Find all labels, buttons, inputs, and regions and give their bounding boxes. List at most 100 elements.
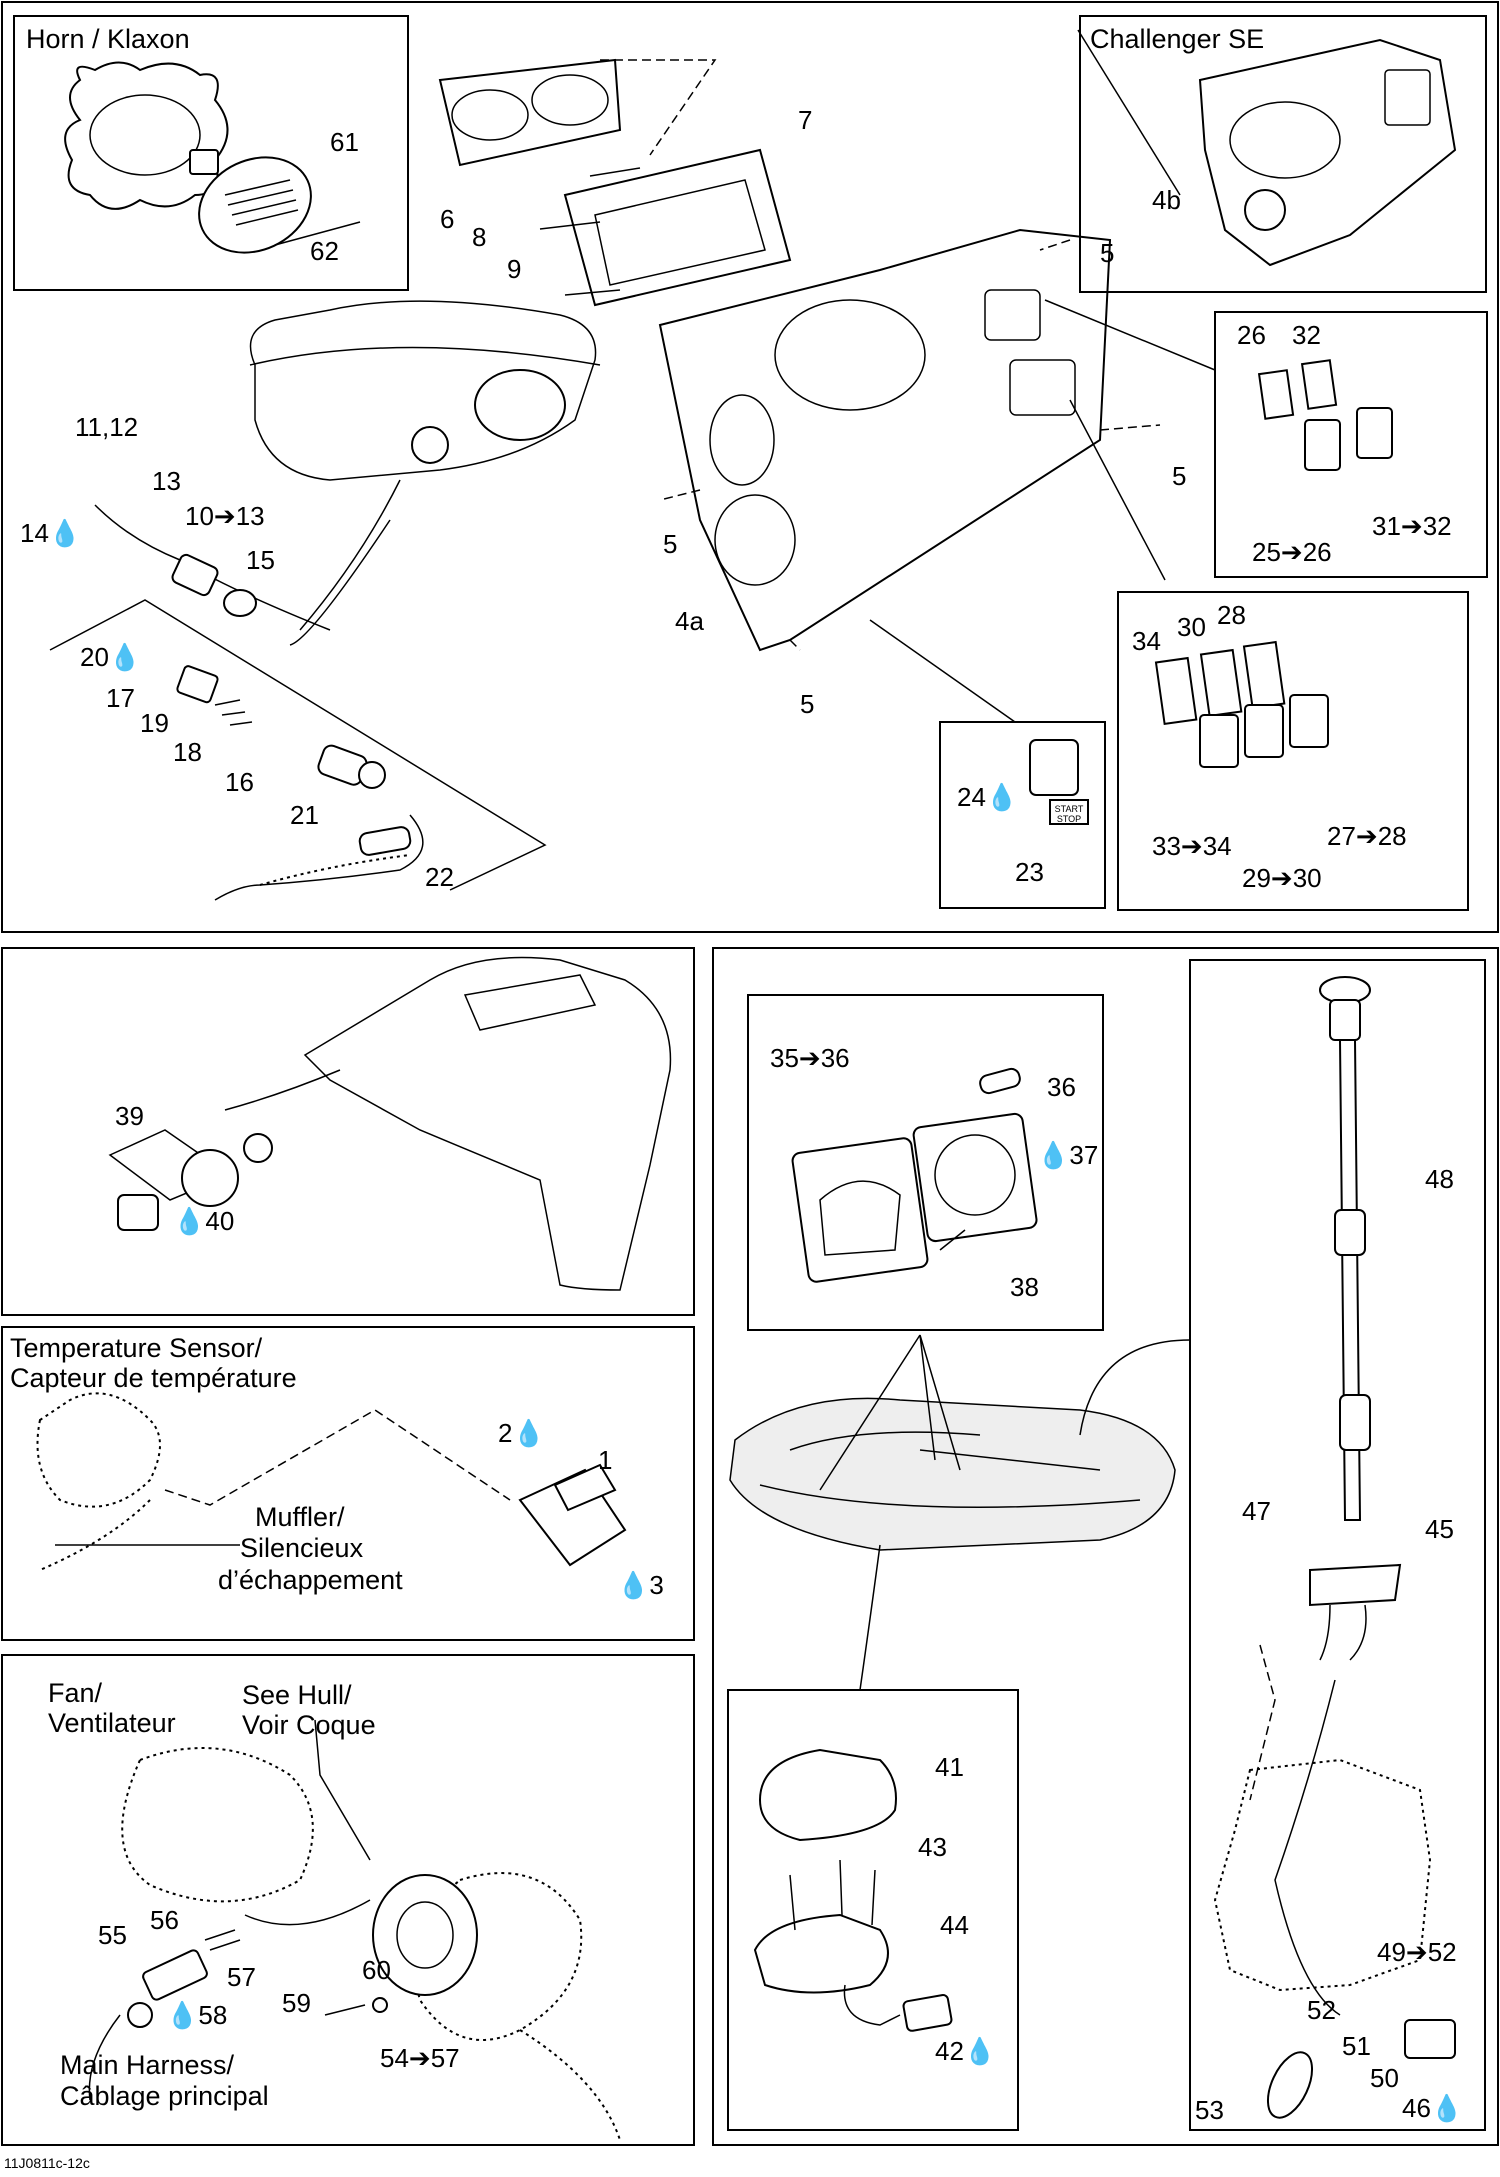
callout-4a: 4a bbox=[675, 606, 704, 636]
callout-49-52: 49➔52 bbox=[1377, 1937, 1457, 1967]
fan-pins-56 bbox=[204, 1929, 241, 1951]
start-switch-inset bbox=[939, 721, 1106, 909]
pins-19-18 bbox=[214, 699, 253, 726]
callout-1: 1 bbox=[598, 1445, 613, 1475]
dash-panel-4a bbox=[658, 228, 1112, 652]
callout-32: 32 bbox=[1292, 320, 1321, 350]
muffler-tail bbox=[39, 1499, 151, 1571]
callout-4b: 4b bbox=[1152, 185, 1181, 215]
label-fan-2: Ventilateur bbox=[48, 1708, 176, 1738]
start-switch-leader bbox=[869, 619, 1016, 723]
callout-5-bottom: 5 bbox=[800, 689, 815, 719]
callout-6: 6 bbox=[440, 204, 455, 234]
label-harness-2: Câblage principal bbox=[60, 2081, 269, 2111]
label-muffler-1: Muffler/ bbox=[255, 1502, 345, 1532]
label-fan-1: Fan/ bbox=[48, 1678, 103, 1708]
see-hull-leader bbox=[314, 1719, 371, 1861]
callout-41: 41 bbox=[935, 1752, 964, 1782]
switch-rocker-29 bbox=[1244, 704, 1284, 758]
switch-card-32 bbox=[1300, 359, 1338, 410]
horn-grille bbox=[224, 179, 299, 226]
challenger-panel bbox=[1198, 38, 1457, 267]
courtesy-light-connector bbox=[902, 1994, 953, 2032]
callout-3: 💧3 bbox=[617, 1570, 664, 1600]
stern-light-leads bbox=[1319, 1604, 1367, 1661]
courtesy-light-inset bbox=[727, 1689, 1019, 2131]
section-title-horn: Horn / Klaxon bbox=[26, 24, 190, 54]
courtesy-light-base bbox=[753, 1913, 889, 1994]
fan-to-harness bbox=[88, 2014, 121, 2101]
panel-light-inset bbox=[747, 994, 1104, 1331]
horn-bracket-hole bbox=[89, 94, 201, 176]
callout-60: 60 bbox=[362, 1955, 391, 1985]
callout-40: 💧40 bbox=[173, 1206, 235, 1236]
courtesy-light-dome bbox=[758, 1748, 897, 1842]
callout-15: 15 bbox=[246, 545, 275, 575]
dash-panel-switch-b bbox=[1009, 359, 1076, 416]
callout-42: 42💧 bbox=[935, 2036, 997, 2066]
label-harness-1: Main Harness/ bbox=[60, 2050, 235, 2080]
start-stop-badge-text: START STOP bbox=[1054, 804, 1084, 824]
callout-39: 39 bbox=[115, 1101, 144, 1131]
switch-card-28 bbox=[1242, 640, 1286, 710]
callout-48: 48 bbox=[1425, 1164, 1454, 1194]
start-switch-badge bbox=[1049, 799, 1089, 825]
switch-card-34 bbox=[1154, 656, 1198, 726]
callout-44: 44 bbox=[940, 1910, 969, 1940]
key-switch-body bbox=[171, 553, 219, 597]
boat-deck bbox=[759, 1431, 1141, 1509]
callout-62: 62 bbox=[310, 236, 339, 266]
socket-ring bbox=[243, 1133, 273, 1163]
callout-19: 19 bbox=[140, 708, 169, 738]
panel-light-bezel-inner bbox=[819, 1180, 901, 1256]
callout-46: 46💧 bbox=[1402, 2093, 1464, 2123]
callout-54-57: 54➔57 bbox=[380, 2043, 460, 2073]
fan-screw-59 bbox=[324, 2004, 366, 2016]
callout-50: 50 bbox=[1370, 2063, 1399, 2093]
callout-47: 47 bbox=[1242, 1496, 1271, 1526]
lanyard-nut-21 bbox=[358, 761, 386, 789]
panel-light-bezel bbox=[791, 1137, 929, 1283]
stern-clamp-53 bbox=[1266, 2051, 1314, 2119]
fan-washer-60 bbox=[372, 1997, 388, 2013]
frame-lights bbox=[712, 947, 1499, 2146]
lanyard-cord-22 bbox=[214, 814, 424, 901]
footer-code: 11J0811c-12c bbox=[4, 2155, 90, 2171]
ignition-pod bbox=[411, 426, 449, 464]
frame-fan bbox=[1, 1654, 695, 2146]
callout-18: 18 bbox=[173, 737, 202, 767]
callout-31-32: 31➔32 bbox=[1372, 511, 1452, 541]
callout-21: 21 bbox=[290, 800, 319, 830]
fan-body-54 bbox=[372, 1874, 478, 1996]
panel-light-screw bbox=[939, 1229, 966, 1251]
horn-connector bbox=[189, 149, 219, 175]
lanyard-parts-outline bbox=[49, 599, 547, 891]
overview-leaders bbox=[819, 1334, 961, 1691]
switch-inset-25-32 bbox=[1214, 311, 1488, 578]
console-outline bbox=[303, 956, 672, 1291]
label-hull-1: See Hull/ bbox=[242, 1680, 352, 1710]
callout-5-left: 5 bbox=[663, 529, 678, 559]
muffler-pipe bbox=[36, 1392, 161, 1508]
challenger-leader bbox=[1077, 29, 1181, 196]
dash-panel-gauge-recess bbox=[774, 299, 926, 411]
callout-24: 24💧 bbox=[957, 782, 1019, 812]
switch-rocker-25 bbox=[1304, 419, 1341, 471]
panel-light-lens bbox=[934, 1134, 1016, 1216]
stern-light-leader bbox=[1079, 1339, 1191, 1436]
callout-45: 45 bbox=[1425, 1514, 1454, 1544]
challenger-inset bbox=[1079, 15, 1487, 293]
callout-53: 53 bbox=[1195, 2095, 1224, 2125]
socket-plug bbox=[117, 1194, 159, 1231]
steering-wheel bbox=[474, 369, 566, 441]
boat-dash-leader bbox=[289, 479, 401, 646]
panel-light-bulb bbox=[979, 1067, 1021, 1095]
callout-34: 34 bbox=[1132, 626, 1161, 656]
callout-56: 56 bbox=[150, 1905, 179, 1935]
stern-seat-block bbox=[1213, 1758, 1432, 1992]
callout-35-36: 35➔36 bbox=[770, 1043, 850, 1073]
fan-grommet bbox=[127, 2002, 153, 2028]
callout-7: 7 bbox=[798, 105, 813, 135]
callout-30: 30 bbox=[1177, 612, 1206, 642]
